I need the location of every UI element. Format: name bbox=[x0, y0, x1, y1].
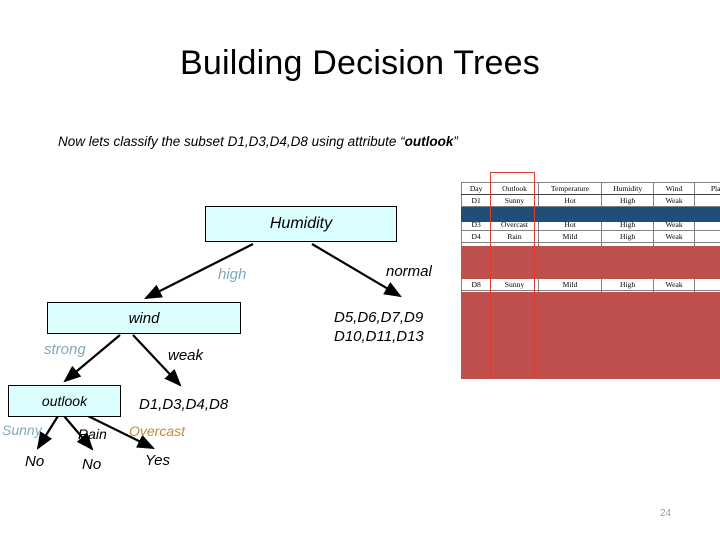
table-cell: Mild bbox=[537, 230, 603, 243]
leaf-rain-result: No bbox=[82, 456, 102, 473]
edge-label-strong: strong bbox=[44, 341, 86, 358]
annotation-normal-branch-examples: D5,D6,D7,D9 D10,D11,D13 bbox=[334, 309, 424, 345]
row-overlay-red-upper bbox=[461, 246, 720, 279]
table-cell: No bbox=[694, 194, 720, 207]
tree-node-humidity[interactable]: Humidity bbox=[205, 206, 397, 242]
table-cell: No bbox=[694, 278, 720, 291]
table-cell: Weak bbox=[652, 230, 696, 243]
tree-node-wind[interactable]: wind bbox=[47, 302, 241, 334]
annotation-weak-branch-subset: D1,D3,D4,D8 bbox=[139, 396, 229, 413]
table-cell: D4 bbox=[460, 230, 492, 243]
table-cell: Hot bbox=[537, 194, 603, 207]
column-header-playtennis: PlayTennis bbox=[694, 182, 720, 195]
table-cell: Yes bbox=[694, 230, 720, 243]
column-header-wind: Wind bbox=[652, 182, 696, 195]
column-header-humidity: Humidity bbox=[601, 182, 654, 195]
edge-label-high: high bbox=[218, 266, 247, 283]
tree-node-outlook[interactable]: outlook bbox=[8, 385, 121, 417]
edge-label-weak: weak bbox=[168, 347, 204, 364]
table-cell: High bbox=[601, 194, 654, 207]
leaf-overcast-result: Yes bbox=[145, 452, 171, 469]
page-title: Building Decision Trees bbox=[180, 44, 540, 82]
subtitle-prefix: Now lets classify the subset D1,D3,D4,D8… bbox=[58, 134, 405, 149]
table-cell: High bbox=[601, 278, 654, 291]
slide-subtitle: Now lets classify the subset D1,D3,D4,D8… bbox=[58, 134, 658, 149]
subtitle-attribute-bold: outlook bbox=[404, 134, 454, 149]
edge-label-overcast: Overcast bbox=[129, 423, 186, 439]
tree-node-outlook-label: outlook bbox=[41, 393, 88, 409]
edge-label-sunny: Sunny bbox=[2, 422, 42, 438]
row-overlay-blue bbox=[461, 207, 720, 222]
row-overlay-red-lower bbox=[461, 292, 720, 379]
column-header-temperature: Temperature bbox=[537, 182, 603, 195]
tree-node-humidity-label: Humidity bbox=[269, 215, 333, 232]
tree-node-wind-label: wind bbox=[128, 309, 160, 327]
edge-label-normal: normal bbox=[386, 263, 432, 280]
table-cell: D8 bbox=[460, 278, 492, 291]
outlook-column-highlight bbox=[490, 172, 535, 378]
table-cell: Mild bbox=[537, 278, 603, 291]
page-number: 24 bbox=[660, 508, 672, 519]
edge-label-rain: Rain bbox=[78, 426, 107, 442]
table-cell: Weak bbox=[652, 194, 696, 207]
table-cell: High bbox=[601, 230, 654, 243]
subtitle-suffix: ” bbox=[453, 134, 458, 149]
leaf-sunny-result: No bbox=[25, 453, 45, 470]
column-header-day: Day bbox=[460, 182, 492, 195]
table-cell: D1 bbox=[460, 194, 492, 207]
table-cell: Weak bbox=[652, 278, 696, 291]
